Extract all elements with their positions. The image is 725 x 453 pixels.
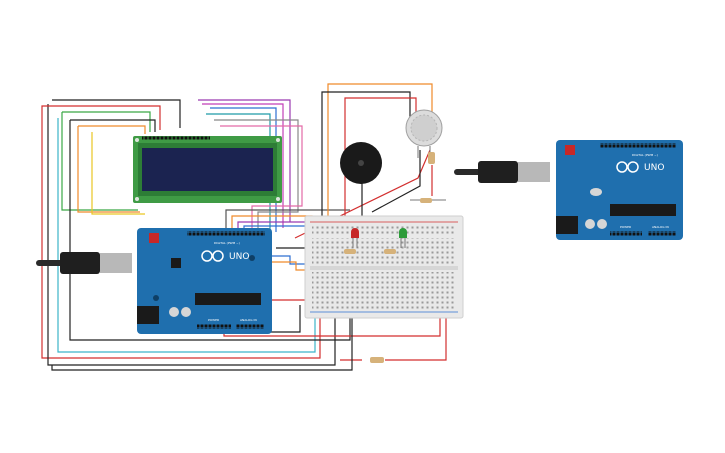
breadboard-top-rail [312, 224, 456, 234]
wire-green-top [62, 111, 151, 132]
usb-cable-plug [60, 252, 100, 274]
analog-header-2 [648, 231, 676, 236]
lcd-screen [142, 148, 273, 191]
breadboard-bottom-rail [312, 300, 456, 310]
power-jack-2 [556, 216, 578, 234]
resistor-green-led [384, 249, 396, 254]
atmega-chip [195, 293, 261, 305]
small-chip [171, 258, 181, 268]
gas-sensor-mesh [410, 114, 438, 142]
wire-purple-lcd [198, 99, 291, 222]
wire-dark-sensor [371, 150, 421, 213]
lcd-mount-hole-bl [135, 197, 139, 201]
reset-button-2 [565, 145, 575, 155]
buzzer-hole [358, 160, 364, 166]
wire-black-sensor [321, 91, 411, 300]
wire-orange-outer [77, 126, 140, 213]
arduino-main[interactable]: UNO DIGITAL (PWM ~) POWER ANALOG IN [36, 228, 272, 334]
wire-orange-sensor [327, 83, 433, 300]
digital-header [187, 231, 265, 236]
power-header [197, 324, 231, 329]
breadboard-lower-holes [312, 272, 456, 299]
breadboard[interactable] [304, 215, 464, 319]
lcd-mount-hole-tr [276, 138, 280, 142]
capacitor-1 [169, 307, 179, 317]
wire-gray-lcd [214, 119, 299, 232]
wire-dark-bb [225, 209, 350, 232]
wire-yellow-outer [91, 132, 145, 215]
resistor-top-right [420, 198, 432, 203]
power-header-2 [610, 231, 642, 236]
analog-header [236, 324, 264, 329]
resistor-red-led [344, 249, 356, 254]
gas-sensor[interactable] [405, 109, 443, 164]
digital-label: DIGITAL (PWM ~) [214, 241, 240, 245]
lcd-pin-header [142, 136, 210, 140]
lcd-mount-hole-tl [135, 138, 139, 142]
wire-green-outer [61, 112, 138, 211]
piezo-buzzer[interactable] [340, 142, 382, 184]
usb-cable-plug-2 [478, 161, 518, 183]
wire-black-top [70, 119, 156, 132]
capacitor-2 [181, 307, 191, 317]
power-label-2: POWER [620, 225, 631, 229]
digital-header-2 [600, 143, 676, 148]
breadboard-channel [310, 266, 458, 270]
board-logo-text-2: UNO [644, 163, 664, 173]
analog-label: ANALOG IN [240, 318, 257, 322]
wire-orange-top [78, 125, 146, 134]
board-logo-text: UNO [229, 252, 249, 262]
wire-cyan-outer [57, 118, 316, 353]
power-label: POWER [208, 318, 219, 322]
wires [41, 83, 447, 371]
arduino-logo [201, 250, 224, 262]
usb-connector-metal-2 [518, 162, 550, 182]
reset-button [149, 233, 159, 243]
digital-label-2: DIGITAL (PWM ~) [632, 153, 658, 157]
wire-pink-lcd [220, 125, 303, 232]
wire-black-outer-1 [47, 104, 336, 366]
green-led[interactable] [399, 228, 407, 248]
red-led[interactable] [351, 228, 359, 248]
arduino-second[interactable]: UNO DIGITAL (PWM ~) POWER ANALOG IN [454, 140, 683, 240]
arduino-logo-2 [616, 161, 639, 173]
power-jack [137, 306, 159, 324]
board-body [137, 228, 272, 334]
wire-red-outer [41, 128, 321, 359]
wire-black-bottom [51, 318, 353, 371]
sensor-resistor [428, 152, 435, 164]
wire-red-top [41, 105, 161, 130]
wire-black-outer-3 [52, 99, 181, 128]
atmega-chip-2 [610, 204, 676, 216]
analog-label-2: ANALOG IN [652, 225, 669, 229]
usb-cable-wire [36, 260, 64, 266]
resistors [344, 198, 446, 363]
lcd-16x2[interactable] [133, 136, 282, 203]
usb-cable-wire-2 [454, 169, 482, 175]
usb-connector-metal [100, 253, 132, 273]
wire-magenta-lcd [202, 103, 284, 228]
lcd-mount-hole-br [276, 197, 280, 201]
resistor-bottom [370, 357, 384, 363]
wire-black-outer-2 [69, 120, 351, 341]
